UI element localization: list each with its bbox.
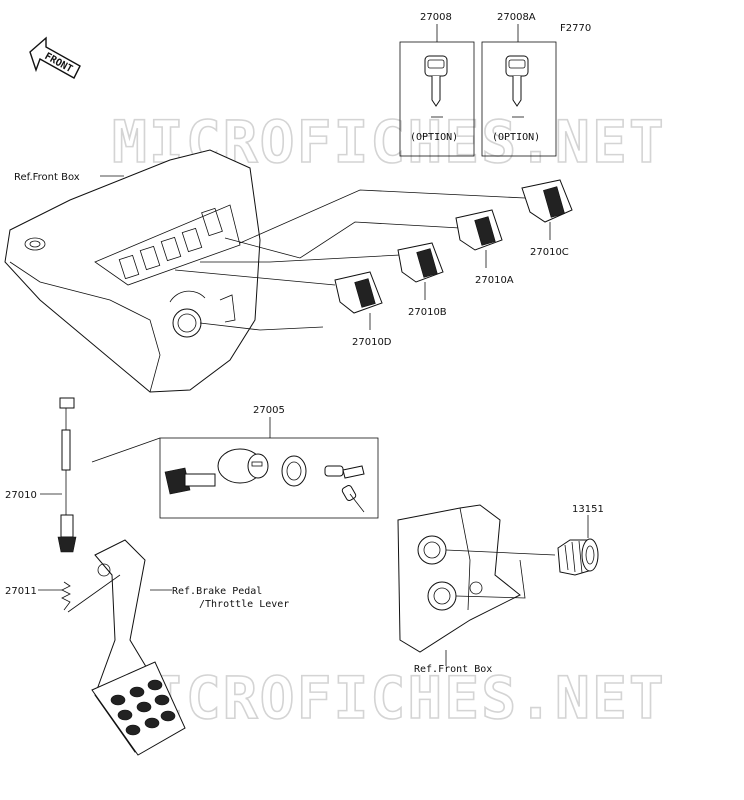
part-label-27010: 27010: [5, 490, 37, 501]
key-27008-box: [399, 24, 475, 157]
brake-switch-27010: [57, 397, 77, 553]
rocker-switch-27010b: [397, 242, 444, 283]
ignition-keys-icon: [324, 465, 365, 513]
part-label-27011: 27011: [5, 586, 37, 597]
rocker-switch-27010d: [334, 271, 383, 314]
part-label-27010c: 27010C: [530, 247, 569, 258]
watermark-bottom: MICROFICHES.NET: [112, 664, 666, 732]
diagram-code: F2770: [560, 23, 591, 34]
brake-pedal: [91, 539, 186, 756]
front-arrow-icon: FRONT: [29, 36, 81, 79]
key-27008a-box: [481, 24, 557, 157]
rocker-switch-27010c: [521, 179, 573, 223]
socket-13151: [557, 538, 599, 576]
option-label-b: (OPTION): [492, 132, 540, 143]
front-box-lower-panel: [397, 504, 521, 653]
part-label-27005: 27005: [253, 405, 285, 416]
part-label-27008: 27008: [420, 12, 452, 23]
part-label-13151: 13151: [572, 504, 604, 515]
option-label-a: (OPTION): [410, 132, 458, 143]
spring-27011: [61, 581, 71, 611]
part-label-27010b: 27010B: [408, 307, 447, 318]
ref-front-box-bottom: Ref.Front Box: [414, 664, 492, 675]
part-label-27010d: 27010D: [352, 337, 392, 348]
ref-front-box-top: Ref.Front Box: [14, 172, 80, 183]
ref-throttle-lever: /Throttle Lever: [199, 599, 289, 610]
part-label-27008a: 27008A: [497, 12, 536, 23]
front-box-dashboard: [4, 149, 261, 393]
ignition-switch: [164, 448, 307, 495]
rocker-switch-27010a: [455, 209, 503, 251]
ref-brake-pedal: Ref.Brake Pedal: [172, 586, 262, 597]
part-label-27010a: 27010A: [475, 275, 514, 286]
